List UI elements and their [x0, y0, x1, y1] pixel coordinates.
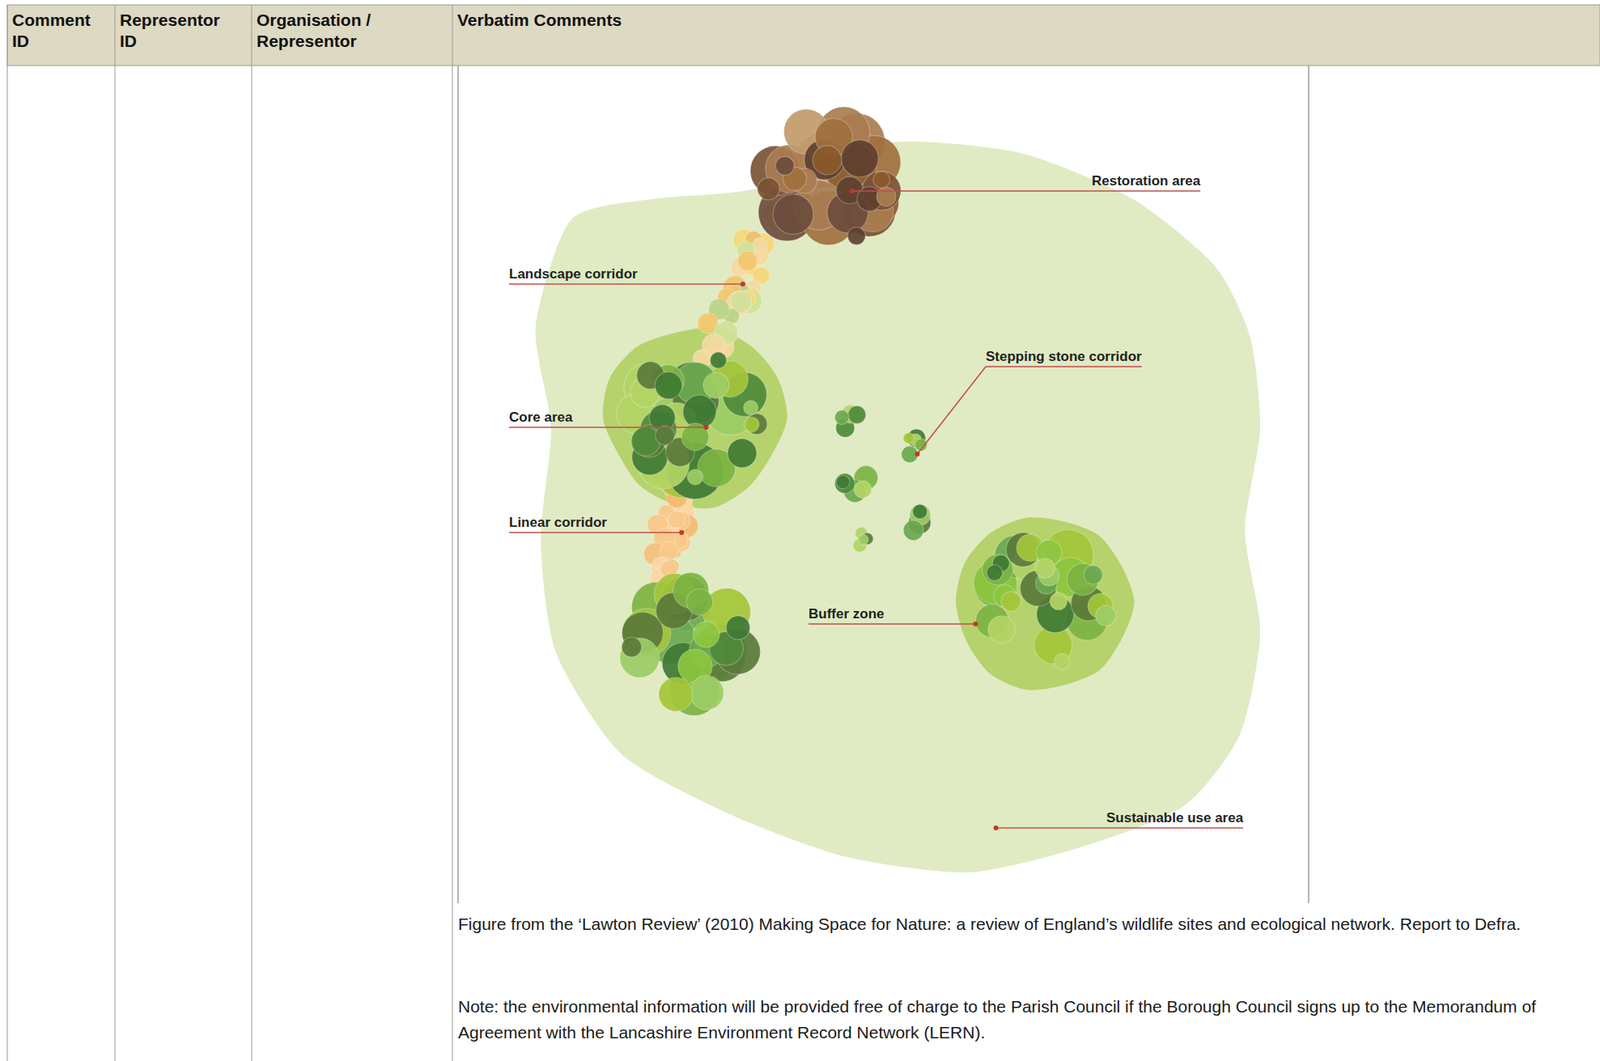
habitat-circle: [1054, 653, 1071, 670]
habitat-circle: [857, 534, 869, 545]
habitat-circle: [654, 372, 683, 400]
habitat-circle: [709, 352, 726, 369]
leader-line: [808, 623, 976, 625]
habitat-circle: [655, 425, 675, 446]
callout-label: Restoration area: [1091, 172, 1201, 190]
habitat-circle: [1095, 605, 1117, 626]
habitat-circle: [873, 171, 891, 189]
habitat-circle: [727, 438, 757, 468]
leader-dot: [849, 188, 855, 194]
habitat-circle: [738, 250, 758, 271]
column-heading: Representor ID: [119, 9, 238, 52]
habitat-circle: [986, 564, 1002, 581]
habitat-circle: [988, 615, 1016, 644]
leader-line: [996, 827, 1244, 829]
callout-label: Stepping stone corridor: [985, 348, 1142, 365]
habitat-circle: [725, 615, 750, 640]
habitat-circle: [1083, 565, 1103, 585]
column-line: [114, 4, 116, 1061]
habitat-circle: [836, 475, 849, 489]
habitat-circle: [876, 186, 896, 207]
callout-label: Landscape corridor: [509, 265, 638, 283]
figure-caption: Figure from the ‘Lawton Review’ (2010) M…: [458, 911, 1592, 938]
habitat-circle: [775, 156, 794, 175]
column-line: [251, 4, 253, 1061]
buffer-halo: [955, 517, 1134, 690]
leader-dot: [993, 825, 999, 831]
habitat-circle: [772, 194, 814, 235]
habitat-circle: [703, 372, 730, 399]
leader-dot: [972, 621, 978, 627]
habitat-circle: [903, 432, 914, 444]
column-heading: Verbatim Comments: [457, 9, 622, 31]
habitat-circle: [689, 675, 724, 710]
habitat-cluster: [619, 572, 761, 716]
sustainable-use-blob: [535, 141, 1261, 873]
callout-label: Sustainable use area: [1106, 809, 1244, 827]
leader-line: [509, 531, 682, 534]
habitat-circle: [743, 400, 759, 416]
leader-dot: [679, 530, 684, 535]
leader-line: [916, 366, 1142, 455]
habitat-circle: [693, 621, 720, 648]
habitat-circle: [757, 178, 780, 200]
leader-line: [509, 283, 743, 285]
column-line: [452, 4, 454, 1061]
habitat-circle: [744, 416, 760, 432]
column-line: [7, 4, 9, 1061]
habitat-circle: [848, 405, 866, 424]
buffer-halo: [602, 327, 788, 510]
habitat-circle: [912, 504, 928, 519]
figure-scale: [535, 106, 1261, 873]
habitat-cluster: [835, 466, 879, 503]
habitat-circle: [621, 636, 642, 658]
callout-label: Buffer zone: [808, 605, 885, 623]
habitat-cluster: [903, 504, 931, 540]
habitat-circle: [834, 410, 849, 425]
habitat-circle: [667, 510, 685, 528]
habitat-circle: [1001, 591, 1021, 612]
callout-label: Core area: [509, 408, 573, 426]
table-grid: [7, 4, 1600, 1061]
habitat-cluster: [853, 526, 874, 552]
figure-frame: [1308, 65, 1310, 904]
leader-line: [509, 426, 707, 429]
habitat-circle: [835, 473, 856, 494]
leader-dot: [704, 424, 709, 430]
habitat-circle: [840, 140, 879, 178]
figure-frame: [458, 65, 459, 904]
leader-lines: [509, 188, 1244, 831]
leader-line: [852, 190, 1201, 192]
habitat-circle: [686, 589, 713, 616]
header-band: [7, 4, 1600, 66]
habitat-cluster: [834, 404, 866, 438]
network-figure: [535, 106, 1261, 873]
column-heading: Organisation / Representor: [256, 9, 411, 52]
callout-label: Linear corridor: [509, 513, 607, 531]
note-text: Note: the environmental information will…: [458, 993, 1592, 1046]
leader-dot: [914, 451, 920, 457]
habitat-circle: [903, 520, 924, 541]
habitat-circle: [687, 469, 703, 485]
habitat-circle: [658, 677, 693, 712]
habitat-cluster: [616, 352, 768, 500]
habitat-cluster: [973, 529, 1117, 670]
habitat-circle: [812, 145, 842, 175]
habitat-circle: [1035, 558, 1055, 578]
column-heading: Comment ID: [12, 9, 102, 52]
habitat-circle: [847, 227, 866, 246]
habitat-circle: [982, 554, 1014, 586]
habitat-cluster: [750, 106, 901, 246]
habitat-circle: [683, 394, 717, 429]
leader-dot: [740, 281, 746, 287]
habitat-circle: [1049, 592, 1067, 610]
habitat-circle: [853, 480, 871, 498]
